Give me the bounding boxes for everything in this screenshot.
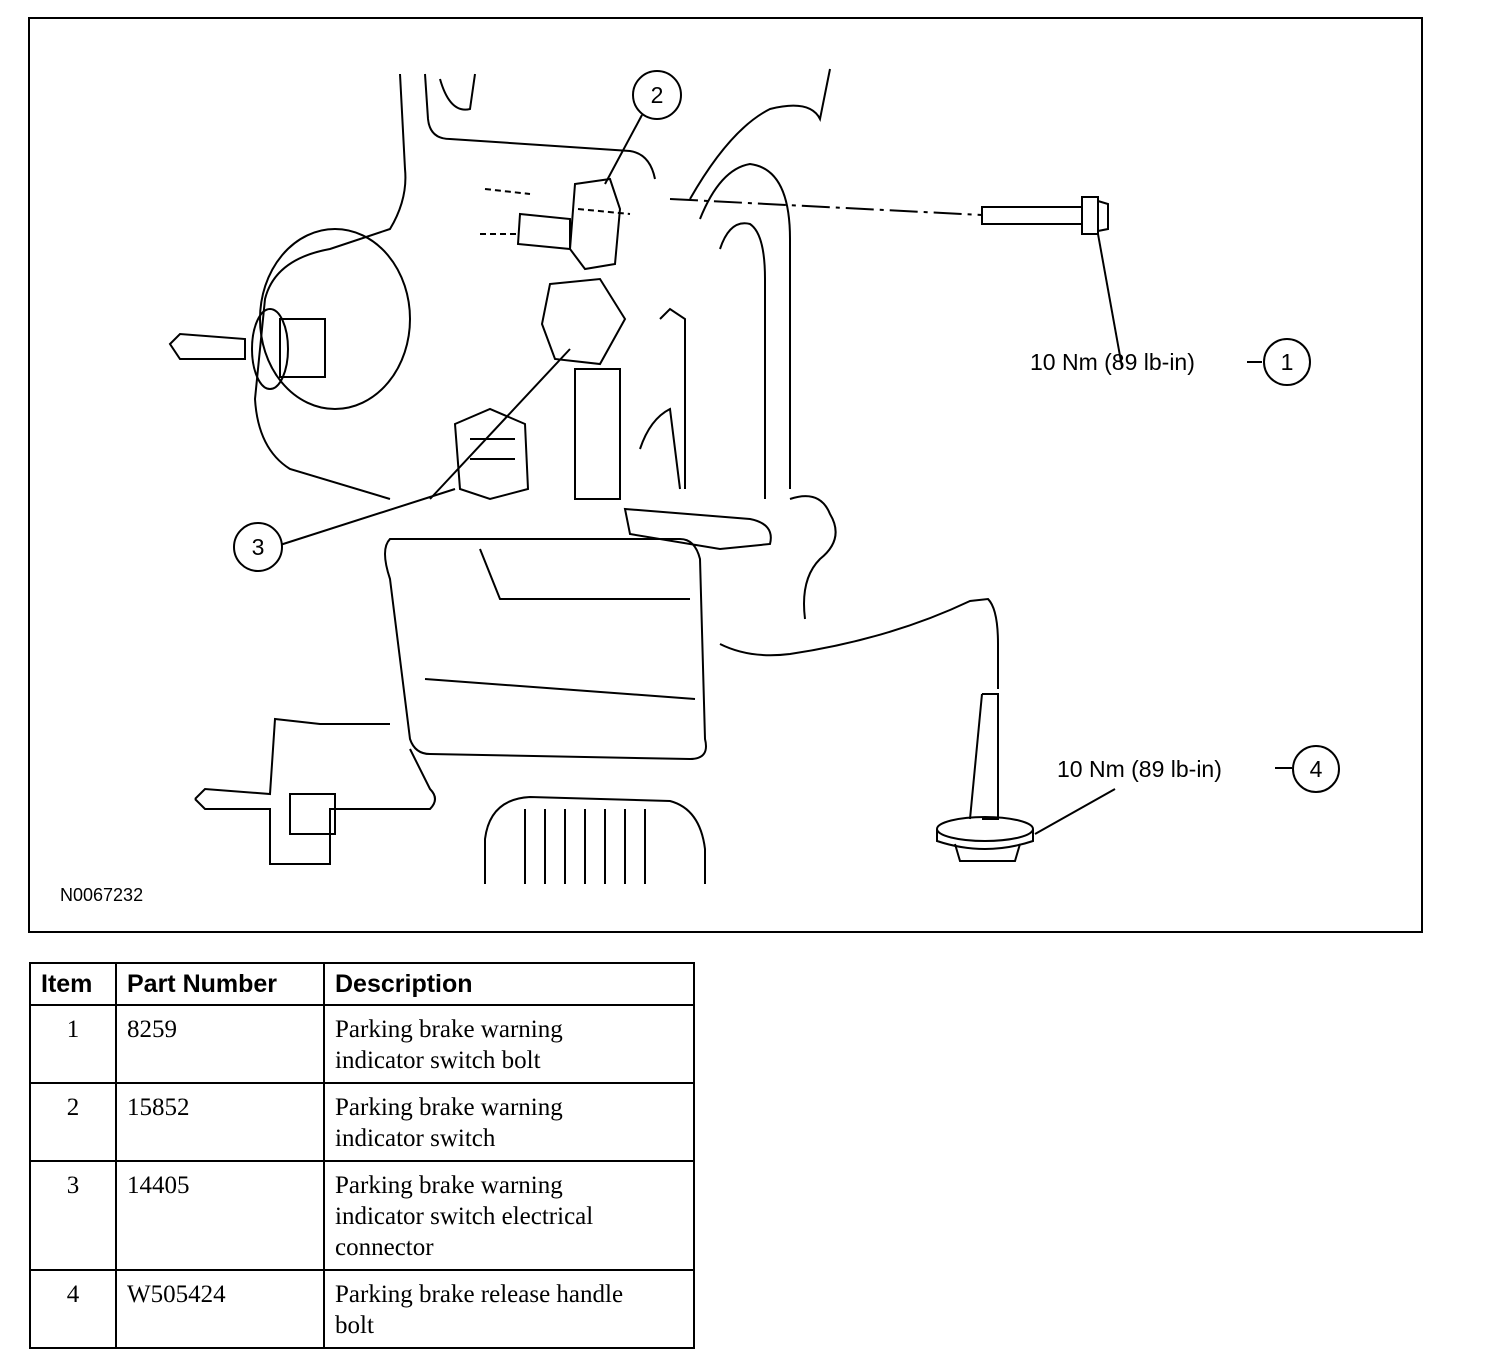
connector-body — [453, 407, 530, 501]
leader-1 — [1097, 233, 1123, 368]
table-row: 1 8259 Parking brake warning indicator s… — [29, 1004, 695, 1084]
leader-2 — [604, 114, 643, 185]
description-line: Parking brake warning — [335, 1094, 563, 1121]
table-header-row: Item Part Number Description — [29, 962, 695, 1006]
row-part-number: 14405 — [115, 1160, 325, 1271]
description-line: indicator switch bolt — [335, 1047, 541, 1074]
row-item: 4 — [29, 1269, 117, 1349]
header-description: Description — [323, 962, 695, 1006]
figure-id: N0067232 — [60, 885, 144, 905]
callout-4-number: 4 — [1310, 756, 1323, 782]
torque-label-4: 10 Nm (89 lb-in) — [1057, 756, 1222, 782]
description-line: Parking brake release handle — [335, 1281, 624, 1308]
header-item: Item — [29, 962, 117, 1006]
row-description: Parking brake warning indicator switch e… — [323, 1160, 695, 1271]
row-part-number: 15852 — [115, 1082, 325, 1162]
callout-2 — [632, 70, 682, 120]
callout-2-number: 2 — [651, 82, 664, 108]
pedal-arm-upper — [689, 68, 831, 200]
diagram-frame: 1 2 3 4 10 Nm (89 lb-in) 10 Nm (89 lb-in… — [28, 17, 1423, 933]
bracket-outline — [253, 73, 407, 500]
leader-4 — [1034, 788, 1116, 835]
row-description: Parking brake release handle bolt — [323, 1269, 695, 1349]
assembly-illustration — [168, 68, 1292, 884]
callout-3-number: 3 — [252, 534, 265, 560]
lower-mount — [194, 717, 390, 800]
description-line: Parking brake warning — [335, 1016, 563, 1043]
callout-3 — [233, 522, 283, 572]
bolt-1-graphic — [669, 196, 1109, 235]
table-row: 2 15852 Parking brake warning indicator … — [29, 1082, 695, 1162]
row-description: Parking brake warning indicator switch — [323, 1082, 695, 1162]
switch-housing — [574, 368, 621, 500]
callout-1 — [1263, 338, 1311, 386]
row-part-number: W505424 — [115, 1269, 325, 1349]
row-part-number: 8259 — [115, 1004, 325, 1084]
row-item: 2 — [29, 1082, 117, 1162]
parking-brake-diagram: 1 2 3 4 10 Nm (89 lb-in) 10 Nm (89 lb-in… — [168, 68, 1340, 884]
description-line: Parking brake warning — [335, 1172, 563, 1199]
left-stud — [168, 332, 246, 360]
parts-table: Item Part Number Description 1 8259 Park… — [29, 962, 695, 1349]
row-description: Parking brake warning indicator switch b… — [323, 1004, 695, 1084]
description-line: connector — [335, 1234, 434, 1261]
callout-1-number: 1 — [1281, 349, 1294, 375]
description-line: indicator switch electrical — [335, 1203, 594, 1230]
release-handle-housing — [384, 538, 707, 761]
description-line: bolt — [335, 1312, 374, 1339]
callout-4 — [1292, 745, 1340, 793]
row-item: 1 — [29, 1004, 117, 1084]
header-part-number: Part Number — [115, 962, 325, 1006]
table-row: 4 W505424 Parking brake release handle b… — [29, 1269, 695, 1349]
description-line: indicator switch — [335, 1125, 496, 1152]
table-row: 3 14405 Parking brake warning indicator … — [29, 1160, 695, 1271]
bolt-4-graphic — [936, 693, 1034, 862]
switch-body — [568, 177, 622, 271]
row-item: 3 — [29, 1160, 117, 1271]
pedal-pad — [484, 795, 706, 884]
leader-3 — [279, 488, 456, 546]
torque-label-1: 10 Nm (89 lb-in) — [1030, 349, 1195, 375]
